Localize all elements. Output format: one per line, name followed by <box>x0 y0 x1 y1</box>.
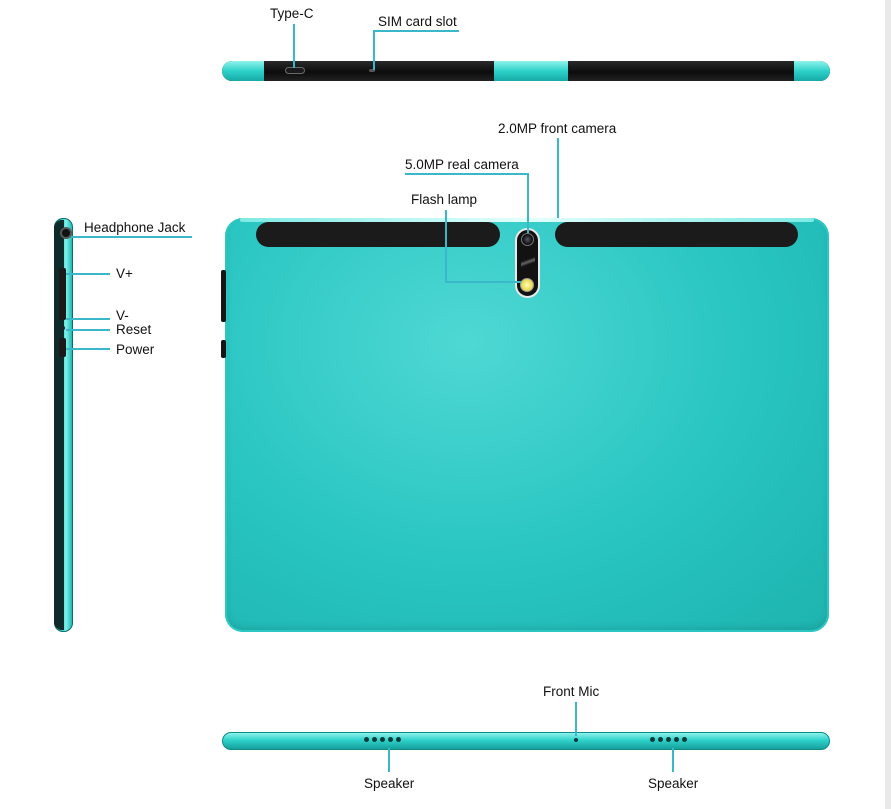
speaker-hole <box>388 737 393 742</box>
antenna-band-left <box>256 222 500 247</box>
speaker-hole <box>666 737 671 742</box>
front-camera-leader <box>557 138 559 218</box>
front-mic-leader <box>575 702 577 736</box>
speaker-right-label: Speaker <box>648 776 699 791</box>
volume-rocker <box>59 268 66 320</box>
tablet-top-edge <box>222 61 830 81</box>
volume-up-leader <box>66 273 110 275</box>
flash-lamp-leader-h <box>445 281 521 283</box>
power-leader <box>66 348 110 350</box>
headphone-jack-leader <box>72 236 192 238</box>
type-c-leader <box>293 24 295 68</box>
reset-label: Reset <box>116 322 152 337</box>
page-edge-strip <box>885 0 891 809</box>
rear-camera-lens <box>521 233 534 246</box>
back-view-volume-key <box>221 270 226 322</box>
flash-lamp-leader-v <box>445 210 447 282</box>
type-c-label: Type-C <box>270 6 314 21</box>
headphone-jack-label: Headphone Jack <box>84 220 186 235</box>
speaker-hole <box>372 737 377 742</box>
speaker-hole <box>658 737 663 742</box>
reset-leader <box>66 329 110 331</box>
tablet-bottom-edge <box>222 732 830 750</box>
camera-glass-reflection <box>521 250 535 274</box>
speaker-hole <box>682 737 687 742</box>
rear-camera-leader-h <box>405 173 529 175</box>
speaker-hole <box>674 737 679 742</box>
top-edge-teal-right <box>794 61 830 81</box>
front-mic-hole <box>574 738 578 742</box>
power-label: Power <box>116 342 155 357</box>
sim-slot-leader-h <box>373 30 459 32</box>
speaker-left-leader <box>388 748 390 772</box>
front-camera-label: 2.0MP front camera <box>498 121 617 136</box>
flash-lamp-label: Flash lamp <box>411 192 478 207</box>
headphone-jack <box>60 227 72 239</box>
top-edge-teal-left <box>222 61 264 81</box>
volume-down-leader <box>66 318 110 320</box>
speaker-hole <box>650 737 655 742</box>
speaker-hole <box>380 737 385 742</box>
volume-up-label: V+ <box>116 266 133 281</box>
rear-camera-label: 5.0MP real camera <box>405 157 519 172</box>
speaker-hole <box>364 737 369 742</box>
sim-slot-leader-v <box>373 30 375 70</box>
speaker-hole <box>396 737 401 742</box>
speaker-right-leader <box>672 748 674 772</box>
tablet-side-back-shell <box>54 220 64 630</box>
power-button <box>59 338 66 357</box>
type-c-port <box>285 67 305 74</box>
volume-down-label: V- <box>116 308 129 323</box>
rear-camera-leader-v <box>527 173 529 233</box>
back-view-power-key <box>221 340 226 358</box>
reset-hole <box>61 326 65 330</box>
sim-card-slot <box>369 69 375 72</box>
top-edge-teal-middle <box>494 61 568 81</box>
speaker-left-label: Speaker <box>364 776 415 791</box>
front-mic-label: Front Mic <box>543 684 600 699</box>
flash-lamp <box>520 278 534 292</box>
antenna-band-right <box>555 222 798 247</box>
sim-slot-label: SIM card slot <box>378 14 457 29</box>
